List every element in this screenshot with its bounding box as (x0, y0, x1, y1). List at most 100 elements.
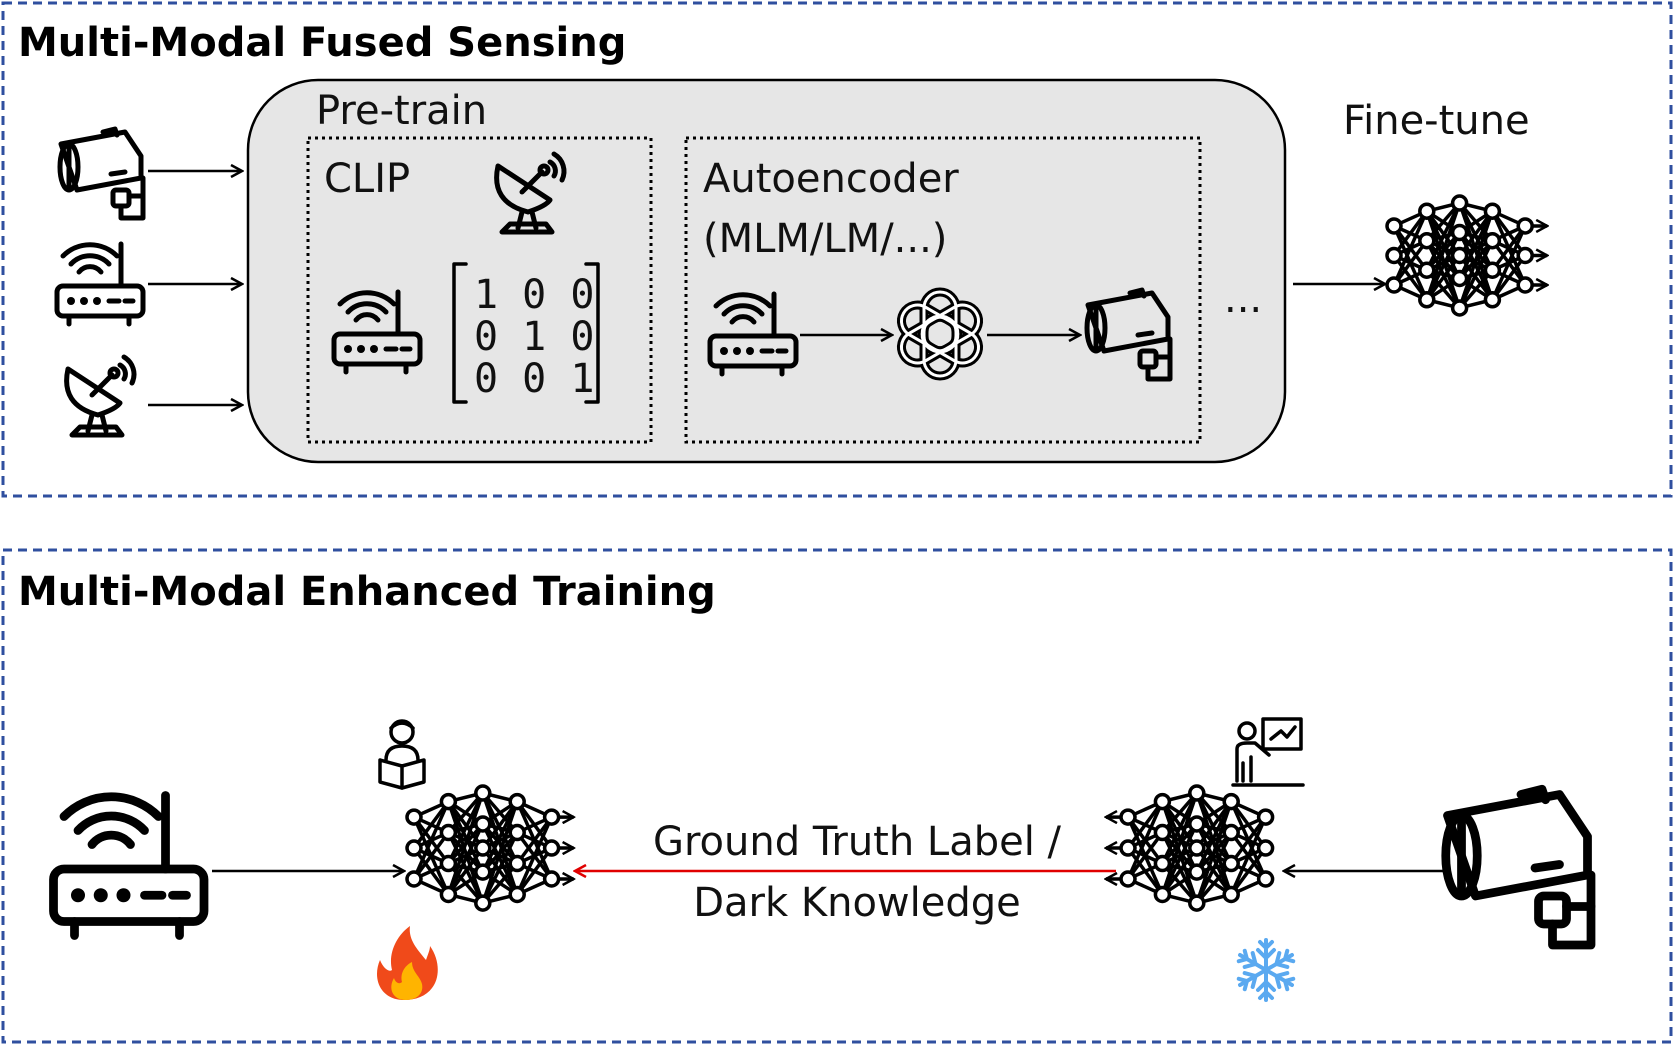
nn-node (405, 839, 423, 857)
nn-node (508, 885, 526, 904)
snowflake-icon (1234, 938, 1298, 1002)
nn-edge (481, 831, 519, 904)
nn-node (1385, 246, 1403, 265)
nn-edge (412, 800, 450, 850)
nn-node (1256, 870, 1275, 888)
nn-node (1188, 784, 1206, 802)
pretrain-label: Pre-train (316, 88, 487, 134)
wifi-router-icon (54, 796, 205, 936)
nn-node (1450, 194, 1469, 212)
nn-node (1385, 276, 1403, 294)
nn-node (1483, 231, 1502, 250)
nn-edge (446, 792, 485, 896)
nn-node (1483, 261, 1502, 279)
nn-node (474, 815, 492, 833)
nn-node (474, 839, 492, 857)
nn-node (1483, 202, 1502, 220)
nn-edge (1229, 831, 1268, 881)
nn-node (439, 792, 458, 811)
nn-edge (1490, 224, 1527, 272)
nn-node (508, 792, 526, 811)
neural-network-icon (1385, 194, 1547, 317)
nn-edge (1392, 210, 1429, 257)
nn-edge (515, 846, 554, 896)
nn-node (1153, 885, 1172, 904)
student-icon (378, 719, 426, 790)
nn-edge (1490, 225, 1527, 301)
nn-edge (1425, 254, 1462, 301)
nn-node (1450, 246, 1469, 265)
nn-node (439, 854, 458, 873)
nn-node (1450, 223, 1469, 242)
finetune-label: Fine-tune (1343, 98, 1530, 144)
nn-edge (1126, 816, 1164, 896)
nn-edge (1160, 823, 1199, 896)
nn-node (508, 823, 526, 842)
nn-node (1188, 839, 1206, 857)
matrix-row-1: 1 0 0 (474, 272, 594, 318)
clip-label: CLIP (324, 156, 410, 202)
satellite-dish-icon (67, 357, 134, 435)
nn-edge (481, 823, 519, 896)
nn-edge (1425, 202, 1462, 301)
nn-node (1188, 894, 1206, 912)
arrow-label-line1: Ground Truth Label / (653, 819, 1062, 865)
top-panel-border (1, 1, 1673, 498)
teacher-icon (1231, 717, 1305, 787)
nn-node (1119, 808, 1137, 826)
openai-logo-icon (896, 287, 984, 381)
nn-node (1385, 217, 1403, 235)
wifi-router-icon (57, 244, 143, 324)
autoencoder-box (684, 136, 1202, 444)
nn-edge (1160, 801, 1199, 904)
arrow-label-line2: Dark Knowledge (693, 880, 1021, 926)
nn-node (474, 784, 492, 802)
nn-edge (515, 816, 554, 896)
nn-node (1153, 823, 1172, 842)
nn-edge (1392, 239, 1429, 287)
nn-node (1450, 269, 1469, 288)
nn-node (542, 870, 561, 888)
nn-node (1119, 870, 1137, 888)
camera-icon (60, 129, 143, 218)
nn-node (1418, 261, 1436, 279)
nn-edge (412, 831, 450, 881)
nn-node (439, 823, 458, 842)
bottom-panel-border (1, 548, 1673, 1044)
nn-node (1516, 276, 1534, 294)
nn-node (405, 808, 423, 826)
nn-edge (515, 816, 554, 865)
nn-edge (1229, 800, 1268, 880)
matrix-row-2: 0 1 0 (474, 314, 594, 360)
nn-edge (1195, 792, 1233, 896)
autoencoder-label: Autoencoder (703, 156, 959, 202)
nn-edge (481, 801, 519, 904)
nn-node (1222, 823, 1240, 842)
nn-edge (1458, 239, 1494, 309)
nn-node (1256, 808, 1275, 826)
nn-edge (1126, 846, 1164, 896)
nn-edge (1160, 831, 1199, 904)
camera-icon (1446, 789, 1591, 945)
nn-node (542, 839, 561, 857)
nn-node (1119, 839, 1137, 857)
nn-edge (446, 823, 485, 896)
nn-edge (1425, 231, 1462, 301)
identity-matrix: 1 0 0 0 1 0 0 0 1 (452, 262, 600, 404)
top-panel-title: Multi-Modal Fused Sensing (18, 20, 626, 66)
nn-edge (1195, 846, 1233, 896)
autoencoder-sub-label: (MLM/LM/...) (703, 216, 947, 262)
nn-edge (481, 800, 519, 850)
nn-node (1516, 217, 1534, 235)
nn-edge (446, 846, 485, 896)
nn-edge (1490, 254, 1527, 301)
nn-node (1418, 231, 1436, 250)
nn-edge (1160, 800, 1199, 850)
nn-node (1188, 863, 1206, 881)
nn-node (1153, 854, 1172, 873)
nn-node (1256, 839, 1275, 857)
nn-node (542, 808, 561, 826)
nn-node (474, 863, 492, 881)
nn-edge (1126, 816, 1164, 865)
